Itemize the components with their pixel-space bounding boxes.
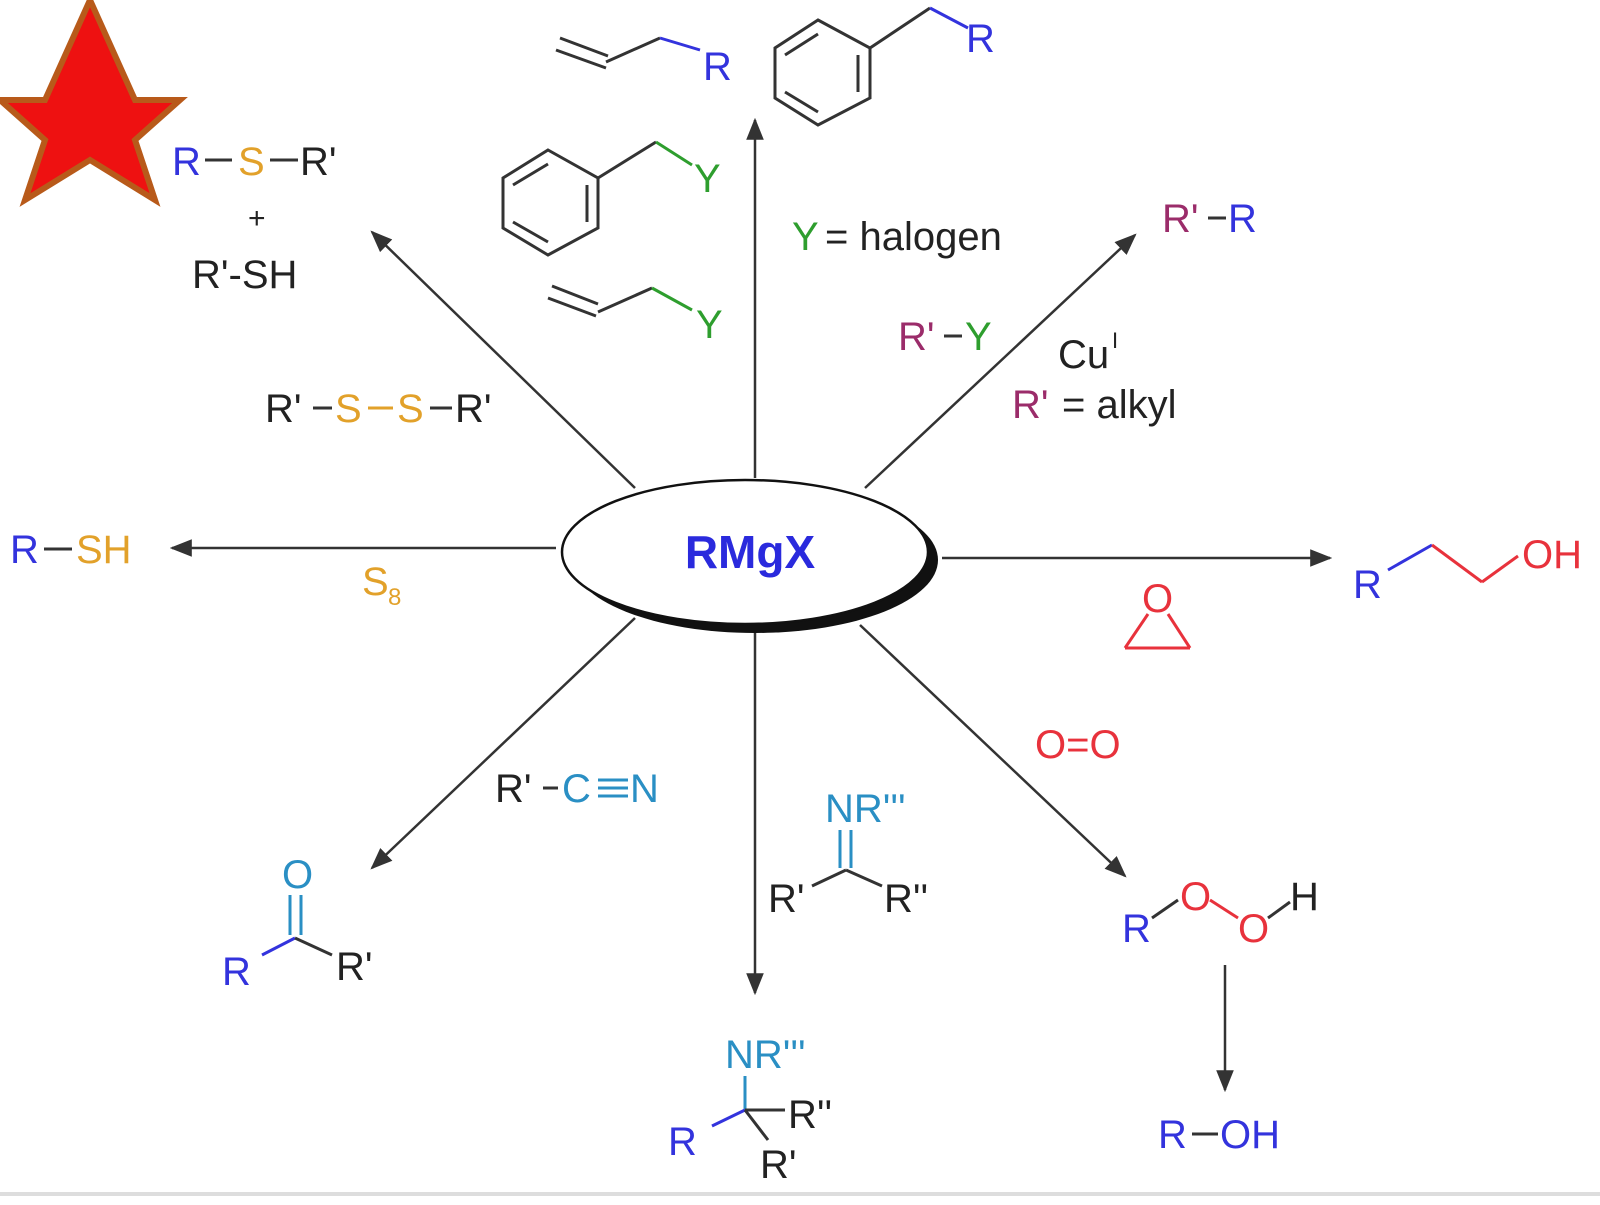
thiol-byproduct: R'-SH [192, 253, 297, 297]
ketone-o: O [282, 853, 313, 897]
amine-r: R [668, 1120, 697, 1164]
disulfide-s2: S [397, 387, 424, 431]
arrow-up-right [864, 233, 1137, 489]
nitrile-n: N [630, 767, 659, 811]
primary-alcohol-product: R OH [1353, 533, 1582, 607]
peroxide-o2: O [1238, 907, 1269, 951]
alkyl-halide-y: Y [965, 315, 992, 359]
alcohol-oh: OH [1522, 533, 1582, 577]
amine-nr: NR''' [725, 1033, 806, 1077]
disulfide-reagent: R' S S R' [265, 387, 492, 431]
arrow-up-left [370, 230, 636, 489]
arrow-down-right [859, 624, 1127, 878]
benzyl-y-reagent [501, 140, 693, 257]
nitrile-c: C [562, 767, 591, 811]
ketone-product: O R R' [222, 853, 373, 994]
amine-rpp: R'' [788, 1093, 832, 1137]
arrow-down-left [370, 617, 636, 870]
sulfide-rp: R' [300, 140, 337, 184]
star-icon [0, 0, 188, 207]
thiol-sh: SH [76, 528, 132, 572]
alkyl-note: R' = alkyl [1012, 383, 1177, 427]
thiol-product: R SH [10, 528, 132, 572]
disulfide-rp2: R' [455, 387, 492, 431]
alkyl-note-rp: R' [1012, 383, 1049, 427]
imine-reagent: NR''' R' R'' [768, 787, 928, 921]
plus-sign: + [248, 202, 266, 235]
thiol-r: R [10, 528, 39, 572]
copper-catalyst: Cu I [1058, 328, 1118, 377]
final-alcohol-r: R [1158, 1113, 1187, 1157]
nitrile-rp: R' [495, 767, 532, 811]
sulfur-subscript: 8 [388, 584, 401, 611]
allyl-reagent-y: Y [696, 303, 723, 347]
imine-nr: NR''' [825, 787, 906, 831]
halogen-note-y: Y [792, 215, 819, 259]
sulfide-s: S [238, 140, 265, 184]
allyl-product-r: R [703, 45, 732, 89]
catalyst-oxidation-state: I [1112, 328, 1118, 353]
center-reagent: RMgX [560, 478, 938, 633]
coupling-rp: R' [1162, 197, 1199, 241]
coupling-product: R' R [1162, 197, 1257, 241]
amine-rp: R' [760, 1143, 797, 1187]
peroxide-o1: O [1180, 875, 1211, 919]
nitrile-reagent: R' C N [495, 767, 659, 811]
center-label: RMgX [685, 526, 816, 578]
oxygen-reagent: O=O [1035, 723, 1121, 767]
coupling-r: R [1228, 197, 1257, 241]
benzyl-product-r: R [966, 17, 995, 61]
alkyl-note-text: = alkyl [1062, 383, 1177, 427]
sulfide-r: R [172, 140, 201, 184]
halogen-note-text: = halogen [825, 215, 1002, 259]
peroxide-h: H [1290, 875, 1319, 919]
allyl-r-product [555, 36, 701, 70]
alcohol-product: R OH [1158, 1113, 1280, 1157]
alkyl-halide-rp: R' [898, 315, 935, 359]
alkyl-halide-reagent: R' Y [898, 315, 992, 359]
imine-rp: R' [768, 877, 805, 921]
peroxide-r: R [1122, 907, 1151, 951]
disulfide-rp1: R' [265, 387, 302, 431]
epoxide-reagent: O [1123, 577, 1192, 650]
hydroperoxide-product: R O O H [1122, 875, 1319, 951]
benzyl-reagent-y: Y [694, 157, 721, 201]
final-alcohol-oh: OH [1220, 1113, 1280, 1157]
benzyl-r-product [773, 6, 969, 127]
ketone-rp: R' [336, 945, 373, 989]
sulfur-reagent: S 8 [362, 560, 401, 611]
disulfide-s1: S [335, 387, 362, 431]
allyl-y-reagent [547, 284, 693, 318]
ketone-r: R [222, 950, 251, 994]
alcohol-r: R [1353, 563, 1382, 607]
catalyst-cu: Cu [1058, 333, 1109, 377]
imine-rpp: R'' [884, 877, 928, 921]
amine-product: NR''' R R'' R' [668, 1033, 832, 1187]
sulfur-s: S [362, 560, 389, 604]
sulfide-product: R S R' + R'-SH [172, 140, 337, 297]
